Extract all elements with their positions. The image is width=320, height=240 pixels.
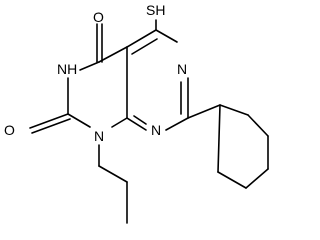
bond-c7-n8 <box>165 117 189 131</box>
bond-cy2-cy3 <box>247 114 269 137</box>
bond-c4a-c5-b <box>131 38 158 55</box>
bond-c4-c4a <box>98 46 128 63</box>
bond-cy5-cy6 <box>217 171 247 189</box>
bond-cy4-cy5 <box>245 168 269 189</box>
bond-c2-o-b <box>31 118 71 134</box>
bond-c4-n3 <box>79 61 100 71</box>
molecule-diagram: O SH NH N O N N <box>4 2 269 224</box>
atom-sh: SH <box>146 2 165 18</box>
atom-o-left: O <box>4 122 15 138</box>
atom-nh: NH <box>57 61 77 77</box>
bond-c5-n6 <box>155 29 178 43</box>
bond-n1-c8a <box>111 117 128 128</box>
bond-ch2a-ch2b <box>98 165 128 183</box>
atom-o-top: O <box>93 9 104 25</box>
bond-c2-n1 <box>67 113 91 128</box>
bond-c2-o-a <box>29 113 69 129</box>
bond-n8-c8a-a <box>126 117 147 131</box>
atom-n-right-top: N <box>177 61 187 77</box>
atom-n-right-bottom: N <box>151 122 161 138</box>
bond-c7-cy1 <box>187 104 221 119</box>
bond-n8-c8a-b <box>133 115 147 125</box>
bond-cy6-cy1 <box>217 104 221 173</box>
bond-cy1-cy2 <box>219 104 249 116</box>
structure-svg: O SH NH N O N N <box>4 2 269 224</box>
atom-n-bottom: N <box>94 128 104 144</box>
bond-c4a-c5-a <box>126 29 157 48</box>
